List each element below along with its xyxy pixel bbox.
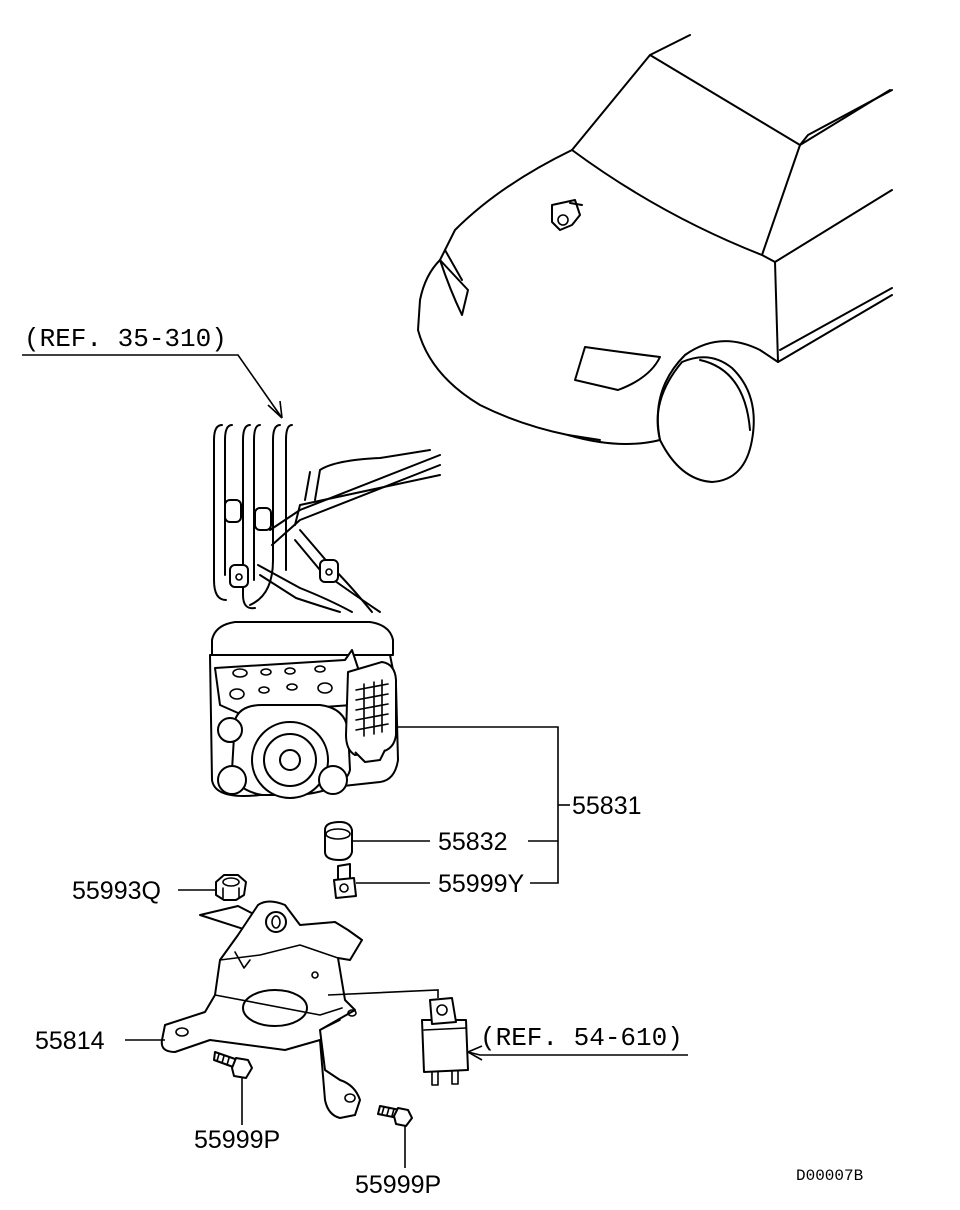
part-55831-label: 55831: [572, 792, 642, 820]
bracket: [160, 900, 363, 1119]
part-55999p-right-label: 55999P: [355, 1171, 441, 1199]
part-55814-label: 55814: [35, 1027, 105, 1055]
part-55999p-left-label: 55999P: [194, 1126, 280, 1154]
leader-lines: [22, 354, 688, 1168]
part-55999y-label: 55999Y: [438, 870, 525, 898]
connector-pin: [333, 863, 357, 899]
connector-cap: [324, 821, 353, 861]
part-55832-label: 55832: [438, 828, 508, 856]
nut: [215, 874, 247, 901]
part-55993q-label: 55993Q: [72, 877, 161, 905]
vehicle-outline: [417, 34, 893, 483]
bolt-right: [377, 1105, 413, 1127]
hydraulic-unit: [209, 621, 399, 799]
bolt-left: [213, 1051, 253, 1079]
brake-lines: [213, 424, 441, 613]
abs-location-marker: [551, 199, 583, 231]
ref-brake-lines-label: (REF. 35-310): [24, 324, 227, 354]
ref-relay-label: (REF. 54-610): [480, 1023, 683, 1053]
relay: [421, 997, 469, 1086]
diagram-code: D00007B: [796, 1167, 863, 1185]
